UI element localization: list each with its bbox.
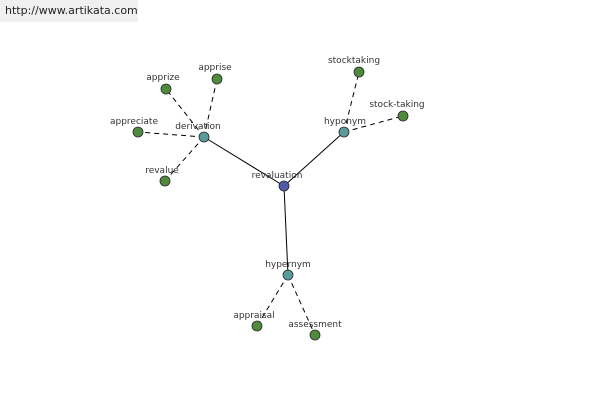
node-label-hypernym[interactable]: hypernym [265, 260, 311, 270]
node-revaluation[interactable] [278, 180, 290, 192]
node-label-apprise[interactable]: apprise [198, 63, 232, 73]
edge-revaluation-hyponym [283, 131, 345, 187]
labels-layer: revaluation derivation hyponym hypernym appr… [110, 56, 425, 330]
edge-hyponym-stocktaking [343, 71, 360, 133]
node-appraisal[interactable] [251, 320, 263, 332]
edge-derivation-apprise [203, 78, 218, 138]
node-apprise[interactable] [211, 73, 223, 85]
edges-layer [137, 71, 404, 336]
edge-hypernym-appraisal [256, 274, 289, 327]
node-label-stock-taking[interactable]: stock-taking [369, 100, 424, 110]
edge-derivation-appreciate [137, 131, 205, 138]
node-hypernym[interactable] [282, 269, 294, 281]
edge-revaluation-derivation [203, 136, 285, 187]
node-label-revaluation[interactable]: revaluation [252, 171, 303, 181]
node-derivation[interactable] [198, 131, 210, 143]
node-appreciate[interactable] [132, 126, 144, 138]
node-label-stocktaking[interactable]: stocktaking [328, 56, 380, 66]
edge-revaluation-hypernym [283, 185, 289, 276]
nodes-layer [132, 66, 409, 341]
node-stock-taking[interactable] [397, 110, 409, 122]
node-assessment[interactable] [309, 329, 321, 341]
edge-derivation-revalue [164, 136, 205, 182]
site-url-banner[interactable]: http://www.artikata.com [0, 0, 138, 22]
node-label-appraisal[interactable]: appraisal [233, 311, 274, 321]
node-label-revalue[interactable]: revalue [145, 166, 179, 176]
node-stocktaking[interactable] [353, 66, 365, 78]
node-revalue[interactable] [159, 175, 171, 187]
edge-hypernym-assessment [287, 274, 316, 336]
edge-derivation-apprize [165, 88, 205, 138]
node-apprize[interactable] [160, 83, 172, 95]
node-hyponym[interactable] [338, 126, 350, 138]
edge-hyponym-stock-taking [343, 115, 404, 133]
node-label-apprize[interactable]: apprize [146, 73, 180, 83]
node-label-appreciate[interactable]: appreciate [110, 117, 158, 127]
node-label-assessment[interactable]: assessment [288, 320, 342, 330]
node-label-derivation[interactable]: derivation [175, 122, 221, 132]
node-label-hyponym[interactable]: hyponym [324, 117, 366, 127]
